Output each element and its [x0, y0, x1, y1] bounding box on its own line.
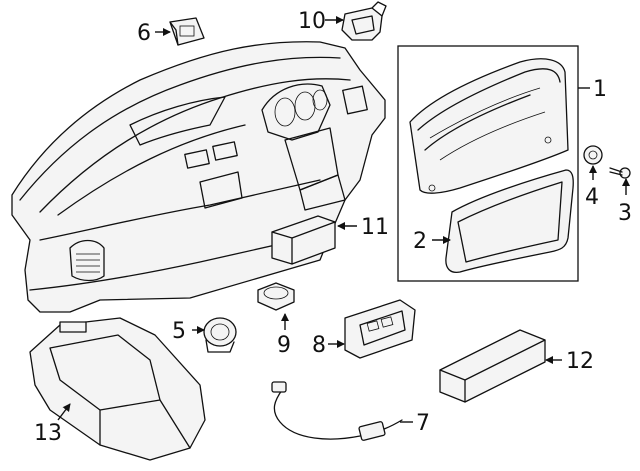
callout-13: 13 — [34, 421, 62, 446]
callout-3: 3 — [618, 201, 632, 226]
part-13-tray — [29, 317, 206, 461]
callout-9: 9 — [277, 333, 291, 358]
callout-6: 6 — [137, 21, 151, 46]
callout-5: 5 — [172, 319, 186, 344]
part-12-control-module — [439, 329, 546, 403]
part-11-module — [271, 215, 336, 265]
part-9-socket — [257, 282, 295, 311]
callout-labels: 6 10 1 2 4 3 11 5 9 8 12 7 13 — [34, 9, 632, 446]
callout-7: 7 — [416, 411, 430, 436]
part-10-bracket — [341, 1, 387, 41]
part-8-switch-panel — [344, 299, 416, 359]
callout-2: 2 — [413, 229, 427, 254]
callout-1: 1 — [593, 77, 607, 102]
callout-8: 8 — [312, 333, 326, 358]
part-7-wiring-harness — [271, 381, 403, 441]
callout-4: 4 — [585, 185, 599, 210]
part-3-screw — [609, 167, 631, 179]
part-1-instrument-cluster — [409, 58, 569, 194]
part-4-grommet — [583, 145, 603, 165]
part-1-group-box — [397, 45, 579, 282]
callout-11: 11 — [361, 215, 389, 240]
callout-10: 10 — [298, 9, 326, 34]
instrument-panel — [11, 41, 386, 313]
leader-lines — [57, 16, 630, 423]
part-6-switch — [169, 17, 205, 46]
callout-12: 12 — [566, 349, 594, 374]
part-5-power-outlet — [203, 317, 237, 353]
part-2-cluster-lens — [445, 169, 574, 274]
